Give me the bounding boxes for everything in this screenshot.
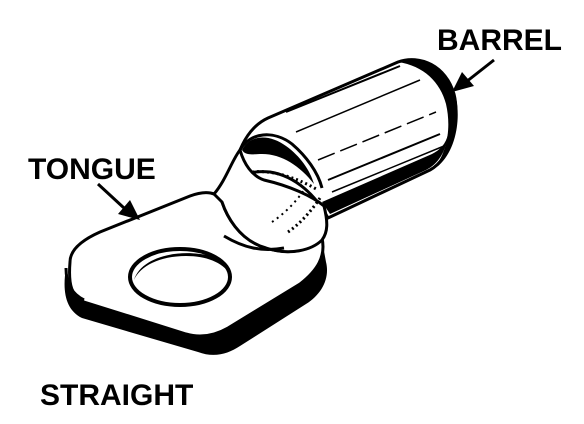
barrel-opening	[242, 137, 314, 184]
barrel	[230, 58, 458, 220]
tongue-arrow-shaft	[96, 182, 126, 210]
straight-label: STRAIGHT	[40, 379, 194, 412]
barrel-end-cap	[398, 59, 458, 170]
barrel-opening-rim	[238, 133, 324, 189]
barrel-highlight-line-5	[331, 145, 445, 193]
tongue-arrow-head	[118, 200, 140, 220]
tongue-hole	[128, 247, 232, 307]
barrel-highlight-line-3	[317, 111, 437, 161]
neck-curve-line	[223, 234, 285, 251]
barrel-lower-shade	[322, 134, 448, 214]
barrel-highlight-line-4	[327, 133, 441, 181]
barrel-rim-stipple	[251, 170, 319, 192]
tongue-label: TONGUE	[28, 153, 156, 186]
tongue-plate-edge	[64, 240, 328, 355]
barrel-arrow-shaft	[465, 58, 495, 84]
barrel-highlight-line-1	[285, 65, 401, 113]
tongue-plate-front-line	[64, 267, 85, 302]
barrel-arrow	[452, 58, 495, 92]
barrel-label: BARREL	[437, 24, 562, 57]
barrel-highlight-line-2	[295, 79, 421, 133]
tongue-arrow	[96, 182, 140, 220]
neck-body	[212, 148, 329, 254]
tongue-hole-inner-shade	[134, 253, 230, 280]
neck	[212, 148, 329, 254]
tongue-plate	[64, 191, 328, 355]
barrel-arrow-head	[452, 72, 474, 92]
